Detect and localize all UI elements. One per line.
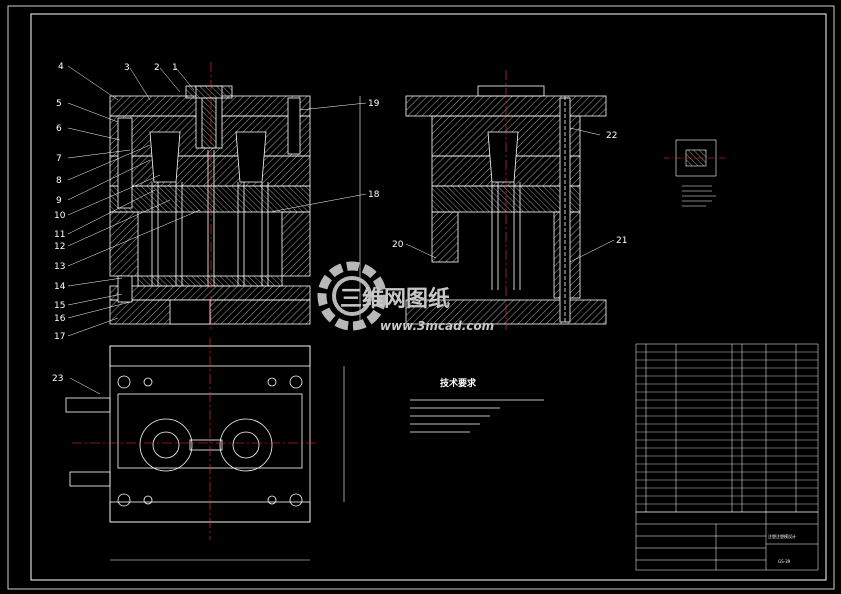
outer-frame bbox=[7, 5, 835, 590]
callout-7: 7 bbox=[56, 154, 62, 164]
callouts-left: 4 5 6 7 8 9 10 11 12 13 14 15 16 17 3 2 … bbox=[54, 62, 380, 342]
leader-lines-left bbox=[67, 65, 367, 337]
leader-lines-side bbox=[405, 127, 615, 263]
callout-17: 17 bbox=[54, 332, 65, 342]
parts-list-rows bbox=[636, 351, 818, 505]
callout-1: 1 bbox=[172, 63, 178, 73]
leader-23 bbox=[69, 377, 101, 395]
technical-requirements: 技术要求 bbox=[410, 377, 544, 433]
callout-15: 15 bbox=[54, 301, 65, 311]
title-block-part-title: 注塑注塑模设计 bbox=[768, 533, 796, 539]
callout-12: 12 bbox=[54, 242, 65, 252]
callout-11: 11 bbox=[54, 230, 65, 240]
title-block bbox=[635, 511, 819, 571]
callout-18: 18 bbox=[368, 190, 380, 200]
parts-list bbox=[635, 343, 819, 513]
inner-frame bbox=[30, 13, 827, 581]
callout-22: 22 bbox=[606, 131, 617, 141]
callout-8: 8 bbox=[56, 176, 62, 186]
callout-4: 4 bbox=[58, 62, 64, 72]
callout-6: 6 bbox=[56, 124, 62, 134]
callout-3: 3 bbox=[124, 63, 130, 73]
callout-21: 21 bbox=[616, 236, 627, 246]
title-block-drawing-no: GS-39 bbox=[778, 559, 791, 564]
plan-view bbox=[65, 345, 311, 523]
callout-9: 9 bbox=[56, 196, 62, 206]
watermark-url: www.3mcad.com bbox=[380, 319, 494, 333]
callout-16: 16 bbox=[54, 314, 66, 324]
callout-13: 13 bbox=[54, 262, 65, 272]
callout-19: 19 bbox=[368, 99, 380, 109]
front-section-view bbox=[109, 85, 311, 325]
callout-10: 10 bbox=[54, 211, 66, 221]
callout-5: 5 bbox=[56, 99, 62, 109]
watermark: 三维网图纸 www.3mcad.com bbox=[317, 261, 494, 333]
callout-2: 2 bbox=[154, 63, 160, 73]
callout-23: 23 bbox=[52, 374, 63, 384]
callout-20: 20 bbox=[392, 240, 404, 250]
watermark-brand: 三维网图纸 bbox=[340, 286, 450, 312]
detail-view bbox=[664, 139, 726, 207]
callout-14: 14 bbox=[54, 282, 66, 292]
gear-icon bbox=[317, 261, 387, 331]
tech-title: 技术要求 bbox=[440, 377, 477, 389]
